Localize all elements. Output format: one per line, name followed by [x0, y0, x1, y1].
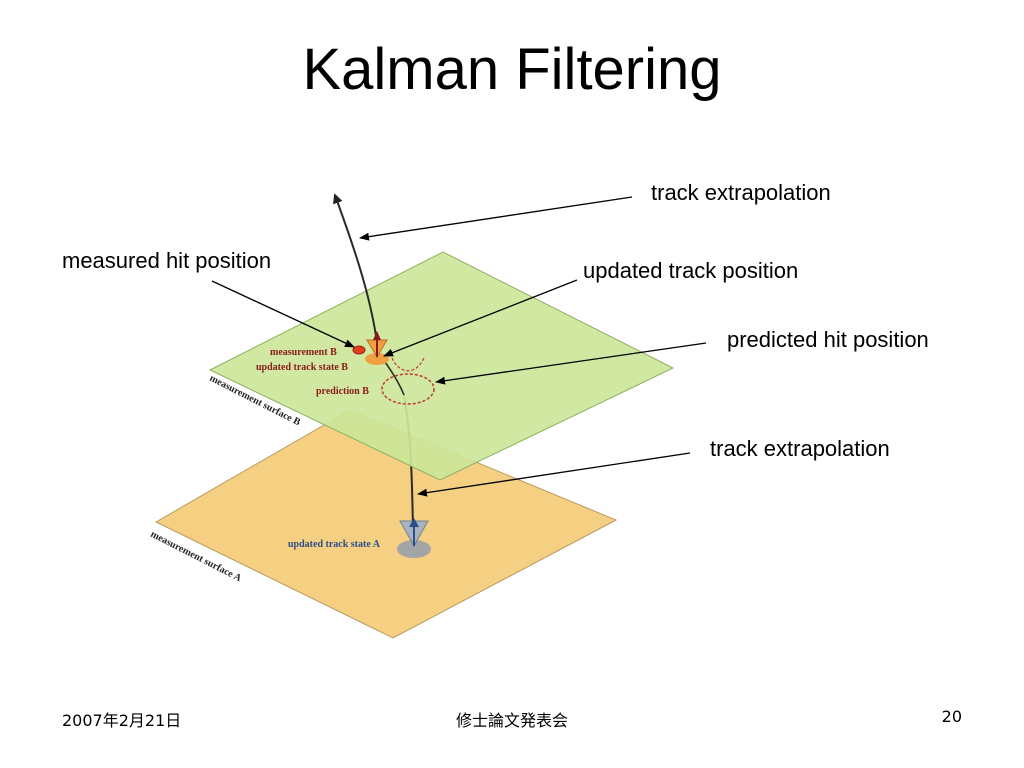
measurement-b-marker: [352, 345, 366, 355]
label-measurement-b: measurement B: [270, 347, 337, 358]
pointer-track-extrapolation-top: [359, 196, 633, 241]
measurement-surface-b: [208, 251, 675, 481]
prediction-b-cone: [391, 357, 425, 372]
callout-measured-hit-position: measured hit position: [62, 248, 272, 273]
callout-predicted-hit-position: predicted hit position: [727, 327, 929, 352]
measurement-surface-a: [154, 409, 618, 639]
callout-track-extrapolation-bottom: track extrapolation: [710, 436, 890, 461]
pointer-updated-track-position: [383, 279, 578, 357]
label-prediction-b: prediction B: [316, 386, 369, 397]
slide-title: Kalman Filtering: [302, 37, 722, 102]
label-updated-track-state-a: updated track state A: [288, 539, 381, 550]
pointer-measured-hit-position: [211, 280, 355, 348]
footer-page-number: 20: [941, 707, 962, 726]
updated-track-state-b-marker: [365, 331, 389, 365]
track-segment-upper: [333, 193, 379, 351]
footer-event: 修士論文発表会: [455, 711, 568, 730]
footer-date: 2007年2月21日: [62, 711, 182, 730]
prediction-b-ellipse: [381, 373, 435, 405]
pointer-track-extrapolation-bottom: [417, 452, 691, 497]
callout-updated-track-position: updated track position: [583, 258, 799, 283]
pointer-predicted-hit-position: [435, 342, 707, 385]
label-updated-track-state-b: updated track state B: [256, 362, 348, 373]
updated-track-state-a-marker: [397, 518, 431, 558]
callout-track-extrapolation-top: track extrapolation: [651, 180, 831, 205]
